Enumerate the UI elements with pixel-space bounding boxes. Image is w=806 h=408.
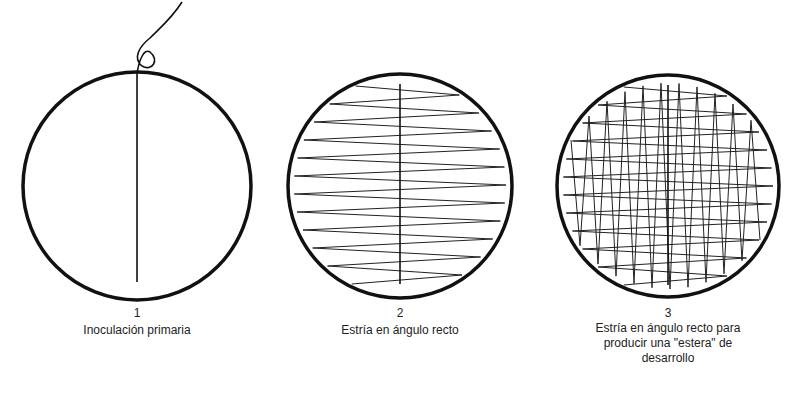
inoculation-streak [399, 84, 401, 284]
inoculating-loop [137, 2, 182, 74]
vertical-streak [571, 83, 760, 289]
dish-group [23, 2, 779, 300]
inoculation-streak [667, 85, 669, 285]
dish-caption: Estría en ángulo recto [290, 323, 510, 338]
inoculation-streak [136, 74, 138, 282]
dish-number: 3 [648, 306, 688, 321]
dish-caption: Inoculación primaria [27, 323, 247, 338]
dish-caption: Estría en ángulo recto para producir una… [593, 321, 743, 366]
petri-dish [288, 74, 512, 298]
petri-dish [23, 72, 251, 300]
dish-number: 1 [117, 306, 157, 321]
petri-dish [557, 75, 779, 297]
dish-number: 2 [380, 306, 420, 321]
